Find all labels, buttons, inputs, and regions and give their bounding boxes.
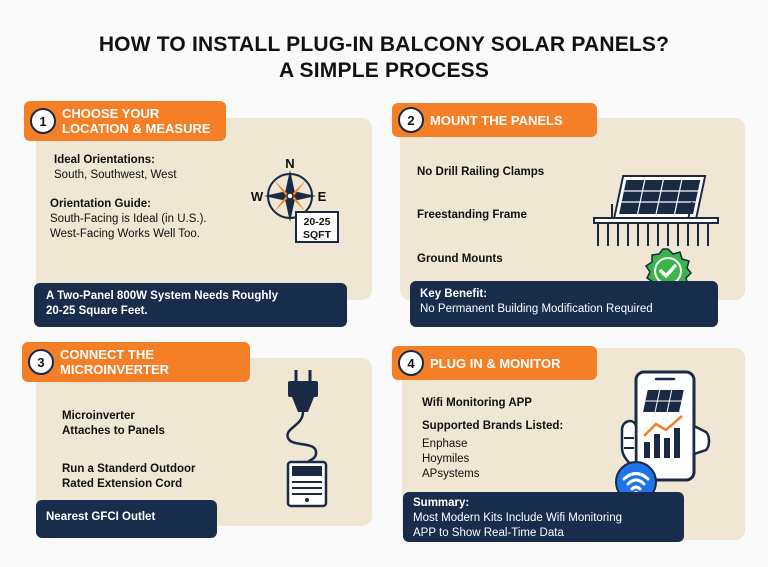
step-3-title-line-1: CONNECT THE: [60, 347, 154, 362]
orientation-guide-line-1: South-Facing is Ideal (in U.S.).: [50, 213, 207, 225]
summary-heading: Summary:: [413, 497, 470, 509]
title-line-1: HOW TO INSTALL PLUG-IN BALCONY SOLAR PAN…: [98, 33, 670, 56]
compass-n: N: [285, 156, 294, 171]
step-1-note: A Two-Panel 800W System Needs Roughly 20…: [34, 283, 347, 327]
step-4-summary: Summary: Most Modern Kits Include Wifi M…: [403, 492, 684, 542]
brand-apsystems: APsystems: [422, 468, 480, 480]
compass-icon: N W E 20-25 SQFT: [251, 156, 339, 243]
step-2-number: 2: [398, 107, 424, 133]
microinverter-note: Microinverter Attaches to Panels: [62, 409, 165, 439]
compass-e: E: [318, 189, 327, 204]
step-2-tab: 2 MOUNT THE PANELS: [392, 103, 597, 137]
compass-w: W: [251, 189, 264, 204]
step-3-number: 3: [28, 349, 54, 375]
extension-cord-line-2: Rated Extension Cord: [62, 478, 183, 490]
plug-microinverter-icon: [286, 370, 328, 508]
ideal-orientations-heading: Ideal Orientations:: [54, 154, 155, 166]
supported-brands: Supported Brands Listed: Enphase Hoymile…: [422, 419, 563, 482]
ideal-orientations-text: South, Southwest, West: [54, 169, 177, 181]
step-1-note-line-1: A Two-Panel 800W System Needs Roughly: [46, 290, 278, 302]
step-3-note: Nearest GFCI Outlet: [36, 500, 217, 538]
step-3-tab: 3 CONNECT THE MICROINVERTER: [22, 342, 250, 382]
mount-option-3: Ground Mounts: [417, 253, 503, 265]
key-benefit-heading: Key Benefit:: [420, 288, 488, 300]
mount-option-2: Freestanding Frame: [417, 209, 527, 221]
mount-option-1: No Drill Railing Clamps: [417, 166, 545, 178]
title-line-2: A SIMPLE PROCESS: [278, 59, 490, 82]
extension-cord-line-1: Run a Standerd Outdoor: [62, 463, 196, 475]
step-1-tab: 1 CHOOSE YOUR LOCATION & MEASURE: [24, 101, 226, 141]
orientation-guide-heading: Orientation Guide:: [50, 198, 151, 210]
summary-line-2: APP to Show Real-Time Data: [413, 527, 564, 539]
ideal-orientations: Ideal Orientations: South, Southwest, We…: [54, 153, 177, 183]
step-1-title-line-1: CHOOSE YOUR: [62, 106, 160, 121]
step-4-number: 4: [398, 350, 424, 376]
key-benefit-text: No Permanent Building Modification Requi…: [420, 303, 653, 315]
sqft-badge-line-2: SQFT: [303, 229, 332, 241]
step-1-card: [36, 118, 372, 300]
phone-monitoring-icon: [620, 370, 711, 482]
step-2-title: MOUNT THE PANELS: [430, 112, 563, 128]
solar-panel-railing-icon: [593, 175, 719, 246]
extension-cord-note: Run a Standerd Outdoor Rated Extension C…: [62, 462, 196, 492]
step-4-tab: 4 PLUG IN & MONITOR: [392, 346, 597, 380]
page-title: HOW TO INSTALL PLUG-IN BALCONY SOLAR PAN…: [0, 32, 768, 84]
summary-line-1: Most Modern Kits Include Wifi Monitoring: [413, 512, 622, 524]
microinverter-line-2: Attaches to Panels: [62, 425, 165, 437]
step-1-title-line-2: LOCATION & MEASURE: [62, 121, 211, 136]
brands-heading: Supported Brands Listed:: [422, 420, 564, 432]
brand-hoymiles: Hoymiles: [422, 453, 470, 465]
brand-enphase: Enphase: [422, 438, 468, 450]
step-1-note-line-2: 20-25 Square Feet.: [46, 305, 148, 317]
orientation-guide: Orientation Guide: South-Facing is Ideal…: [50, 197, 207, 242]
wifi-app-label: Wifi Monitoring APP: [422, 397, 532, 409]
microinverter-line-1: Microinverter: [62, 410, 135, 422]
orientation-guide-line-2: West-Facing Works Well Too.: [50, 228, 200, 240]
step-1-number: 1: [30, 108, 56, 134]
step-4-title: PLUG IN & MONITOR: [430, 355, 561, 371]
sqft-badge-line-1: 20-25: [304, 216, 331, 228]
step-3-title-line-2: MICROINVERTER: [60, 362, 170, 377]
step-2-key-benefit: Key Benefit: No Permanent Building Modif…: [410, 281, 718, 327]
